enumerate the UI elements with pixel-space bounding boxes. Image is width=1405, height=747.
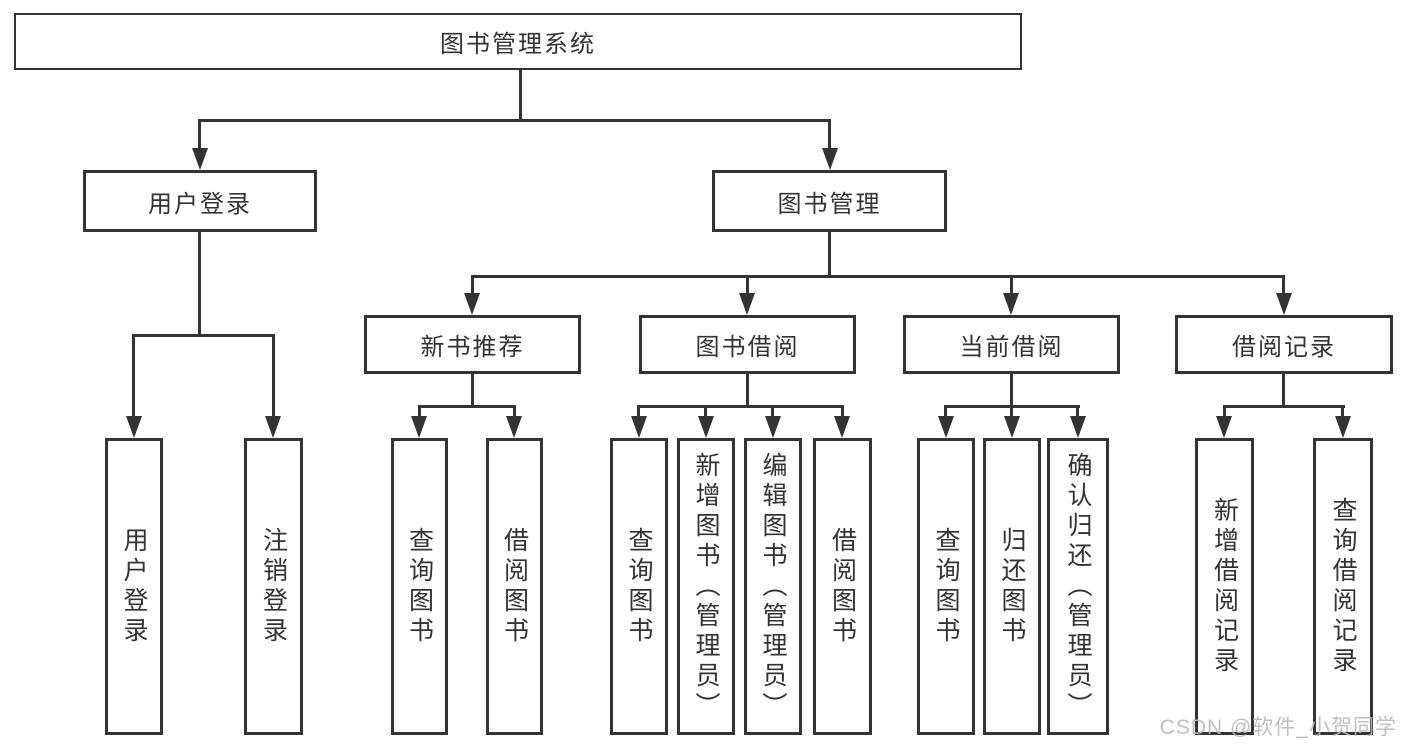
connector-line <box>513 405 516 418</box>
connector-line <box>418 405 516 408</box>
node-borrowing-records: 借阅记录 <box>1175 315 1393 374</box>
down-arrow <box>1003 293 1019 315</box>
node-library-system: 图书管理系统 <box>14 13 1022 70</box>
down-arrow <box>464 293 480 315</box>
node-current-borrowing: 当前借阅 <box>903 315 1120 374</box>
connector-line <box>471 373 474 408</box>
connector-line <box>1341 405 1344 418</box>
connector-line <box>1282 275 1285 295</box>
connector-line <box>519 68 522 122</box>
connector-line <box>1223 405 1226 418</box>
connector-line <box>746 373 749 408</box>
node-user-login: 用户登录 <box>83 170 317 232</box>
leaf-newbook-query-books: 查询图书 <box>391 438 448 735</box>
node-new-book-recommendation: 新书推荐 <box>364 315 581 374</box>
leaf-newbook-borrow-books: 借阅图书 <box>486 438 543 735</box>
down-arrow <box>698 416 714 438</box>
watermark: CSDN @软件_小贺同学 <box>1159 716 1397 739</box>
connector-line <box>828 119 831 150</box>
connector-line <box>1223 405 1345 408</box>
leaf-borrow-borrow-books: 借阅图书 <box>813 438 872 735</box>
connector-line <box>198 119 201 150</box>
connector-line <box>471 275 474 295</box>
down-arrow <box>938 416 954 438</box>
down-arrow <box>1216 416 1232 438</box>
connector-line <box>1076 405 1079 418</box>
node-book-management: 图书管理 <box>712 170 947 232</box>
connector-line <box>637 405 640 418</box>
connector-line <box>637 405 844 408</box>
down-arrow <box>265 416 281 438</box>
leaf-current-query-books: 查询图书 <box>917 438 975 735</box>
connector-line <box>132 334 275 337</box>
down-arrow <box>834 416 850 438</box>
down-arrow <box>739 293 755 315</box>
leaf-borrow-query-books: 查询图书 <box>610 438 668 735</box>
connector-line <box>418 405 421 418</box>
leaf-records-query-record: 查询借阅记录 <box>1313 438 1373 735</box>
connector-line <box>198 232 201 336</box>
leaf-records-add-record: 新增借阅记录 <box>1195 438 1254 735</box>
down-arrow <box>126 416 142 438</box>
leaf-current-confirm-return-admin: 确认归还（管理员） <box>1047 438 1109 735</box>
connector-line <box>198 119 831 122</box>
connector-line <box>944 405 947 418</box>
down-arrow <box>411 416 427 438</box>
connector-line <box>704 405 707 418</box>
down-arrow <box>631 416 647 438</box>
connector-line <box>841 405 844 418</box>
leaf-user-login: 用户登录 <box>105 438 163 735</box>
down-arrow <box>1276 293 1292 315</box>
connector-line <box>1010 373 1013 408</box>
connector-line <box>1010 275 1013 295</box>
leaf-logout: 注销登录 <box>244 438 303 735</box>
connector-line <box>771 405 774 418</box>
connector-line <box>132 334 135 418</box>
connector-line <box>1010 405 1013 418</box>
node-book-borrowing: 图书借阅 <box>639 315 856 374</box>
down-arrow <box>1335 416 1351 438</box>
down-arrow <box>765 416 781 438</box>
leaf-borrow-add-books-admin: 新增图书（管理员） <box>677 438 735 735</box>
down-arrow <box>1004 416 1020 438</box>
down-arrow <box>822 148 838 170</box>
connector-line <box>828 232 831 278</box>
down-arrow <box>506 416 522 438</box>
leaf-borrow-edit-books-admin: 编辑图书（管理员） <box>744 438 802 735</box>
connector-line <box>746 275 749 295</box>
down-arrow <box>1070 416 1086 438</box>
connector-line <box>471 275 1285 278</box>
leaf-current-return-books: 归还图书 <box>983 438 1041 735</box>
down-arrow <box>192 148 208 170</box>
connector-line <box>272 334 275 418</box>
connector-line <box>1282 373 1285 408</box>
